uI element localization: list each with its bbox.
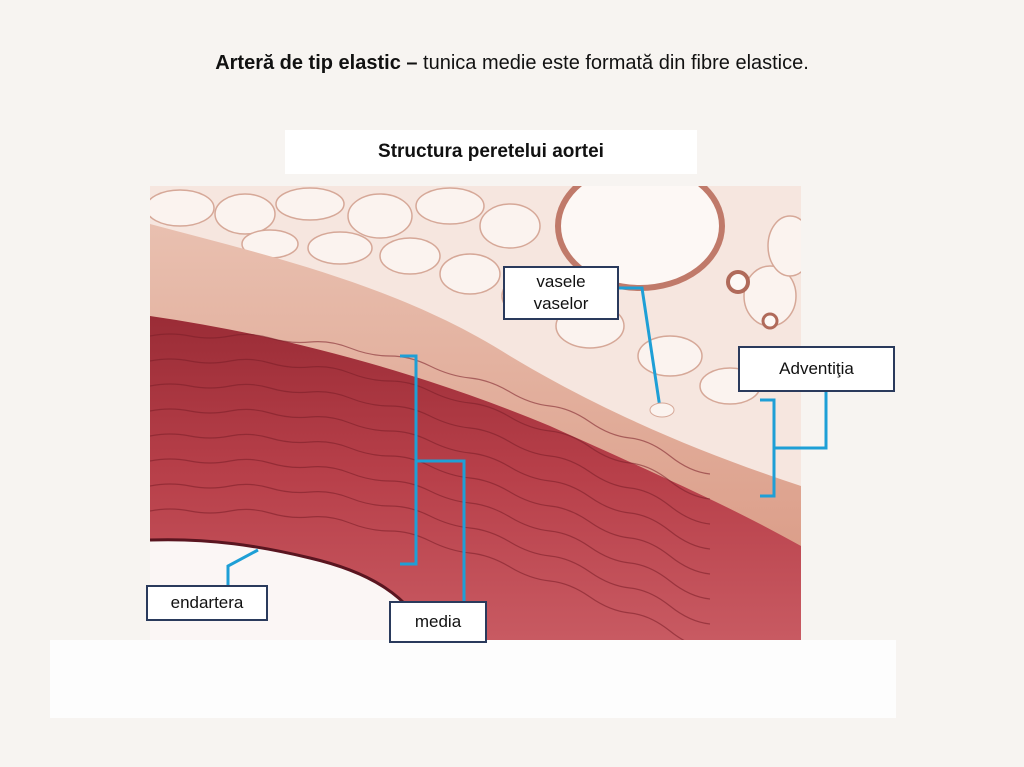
aorta-section-drawing xyxy=(150,186,801,640)
label-vasele-line2: vaselor xyxy=(533,294,589,313)
slide-title: Arteră de tip elastic – tunica medie est… xyxy=(0,52,1024,75)
label-adventitia: Adventiţia xyxy=(738,346,895,392)
histology-image xyxy=(150,186,801,640)
small-vessel-2 xyxy=(761,312,779,330)
caption-band xyxy=(50,640,896,718)
title-rest: tunica medie este formată din fibre elas… xyxy=(417,52,809,74)
label-adventitia-text: Adventiţia xyxy=(779,359,854,378)
label-endartera: endartera xyxy=(146,585,268,621)
label-endartera-text: endartera xyxy=(170,593,244,612)
subtitle: Structura peretelui aortei xyxy=(378,141,604,162)
label-media-text: media xyxy=(414,612,462,631)
small-vessel xyxy=(726,270,750,294)
label-media: media xyxy=(389,601,487,643)
title-bold: Arteră de tip elastic – xyxy=(215,52,418,74)
label-vasele-vaselor: vasele vaselor xyxy=(503,266,619,320)
subtitle-box: Structura peretelui aortei xyxy=(285,130,697,174)
label-vasele-line1: vasele xyxy=(536,272,586,291)
